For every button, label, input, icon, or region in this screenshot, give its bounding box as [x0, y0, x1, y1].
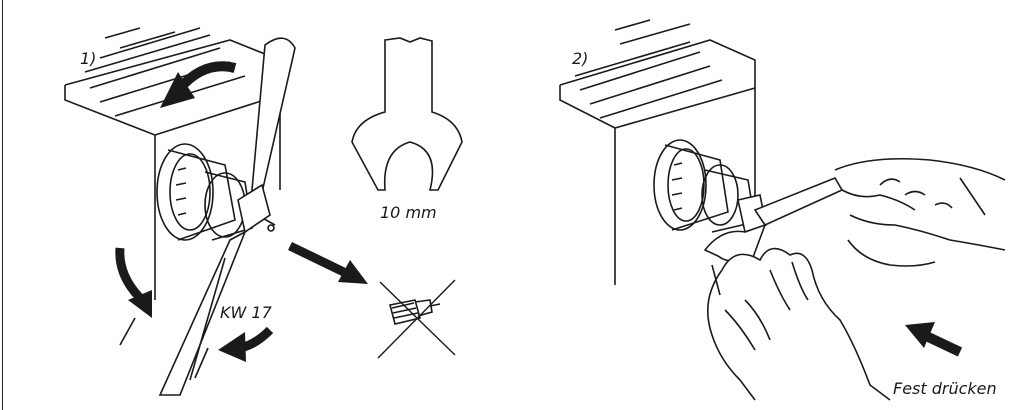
spanner-in-hands [703, 177, 844, 296]
wrench-size-label: KW 17 [220, 303, 273, 322]
spanner-10mm [351, 37, 463, 191]
panel-1 [64, 27, 463, 396]
spanner-size-label: 10 mm [380, 203, 437, 222]
valve-insert-crossed [377, 279, 456, 359]
radiator-body-1 [64, 27, 281, 300]
panel-2 [559, 19, 1006, 401]
action-label: Fest drücken [893, 379, 997, 398]
rotate-arrow-left [115, 247, 144, 302]
right-hand [834, 157, 1006, 267]
left-hand [706, 247, 891, 401]
rotate-arrow-top [176, 61, 237, 92]
step-label-1: 1) [80, 49, 96, 68]
step-label-2: 2) [572, 49, 588, 68]
left-border-line [2, 0, 3, 410]
valve-body-2 [653, 139, 767, 234]
removal-arrow [288, 241, 354, 281]
radiator-body-2 [559, 19, 756, 285]
wrench-kw17 [158, 37, 296, 396]
